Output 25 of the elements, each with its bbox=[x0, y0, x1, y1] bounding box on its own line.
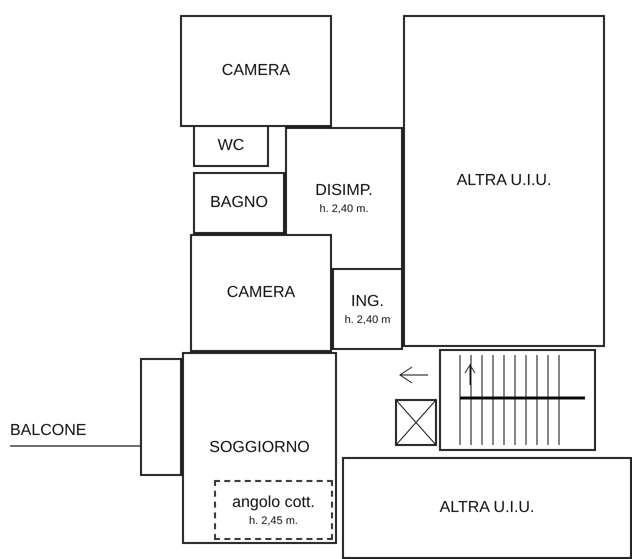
room-name: BAGNO bbox=[210, 194, 268, 212]
room-name: CAMERA bbox=[222, 62, 290, 80]
part-label: BALCONE bbox=[10, 420, 110, 442]
room-name: ALTRA U.I.U. bbox=[440, 499, 534, 517]
room-name: SOGGIORNO bbox=[209, 439, 310, 457]
room-name: ALTRA U.I.U. bbox=[456, 172, 552, 190]
room bbox=[180, 15, 332, 127]
ceiling-height: h. 2,40 m bbox=[344, 314, 390, 326]
kitchen-area bbox=[214, 480, 333, 540]
room bbox=[193, 125, 269, 167]
leader-line bbox=[10, 445, 140, 447]
room bbox=[182, 352, 337, 544]
room-name: angolo cott. bbox=[232, 494, 315, 512]
room bbox=[332, 268, 403, 350]
room-name: DISIMP. bbox=[315, 182, 373, 200]
room bbox=[342, 457, 632, 559]
balcony bbox=[140, 358, 182, 476]
room-name: ING. bbox=[351, 292, 384, 310]
room bbox=[190, 234, 332, 352]
room bbox=[193, 172, 285, 234]
room-name: CAMERA bbox=[226, 284, 296, 302]
room-name: WC bbox=[218, 137, 244, 155]
room bbox=[403, 15, 605, 347]
ceiling-height: h. 2,40 m. bbox=[320, 203, 368, 215]
ceiling-height: h. 2,45 m. bbox=[249, 514, 298, 526]
